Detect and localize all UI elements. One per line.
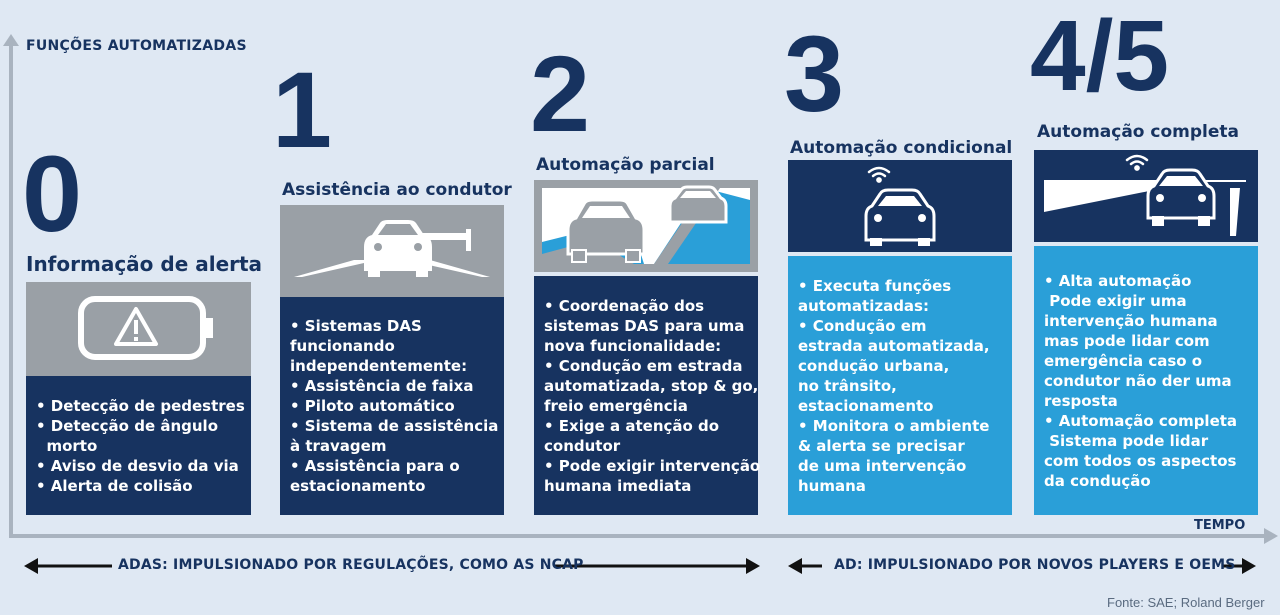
level-3-title: Automação condicional [790, 138, 1013, 158]
desc-line: emergência caso o [1044, 351, 1203, 370]
desc-line: • Sistemas DAS [290, 317, 422, 335]
y-axis-arrow [3, 34, 19, 46]
desc-line: • Alerta de colisão [36, 476, 193, 495]
desc-line: Pode exigir uma [1044, 291, 1187, 310]
desc-line: • Condução em [798, 316, 927, 335]
level-0-description: • Detecção de pedestres • Detecção de ân… [26, 376, 251, 515]
desc-line: automatizadas: [798, 296, 929, 315]
car-icon [1146, 168, 1216, 226]
desc-line: • Exige a atenção do [544, 416, 720, 435]
desc-line: • Pode exigir intervenção [544, 456, 761, 475]
wifi-icon [867, 166, 891, 183]
desc-line: • Condução em estrada [544, 356, 743, 375]
level-45-title: Automação completa [1037, 122, 1239, 142]
y-axis-label: FUNÇÕES AUTOMATIZADAS [26, 38, 247, 54]
desc-line: morto [36, 436, 98, 455]
level-45-description: • Alta automação Pode exigir uma interve… [1034, 246, 1258, 515]
desc-line: sistemas DAS para uma [544, 316, 745, 335]
level-45-illustration [1034, 150, 1258, 242]
desc-line: estrada automatizada, [798, 336, 990, 355]
level-3-number: 3 [784, 13, 845, 134]
level-0-title: Informação de alerta [26, 252, 263, 276]
desc-line: de uma intervenção [798, 456, 967, 475]
level-2-title: Automação parcial [536, 155, 715, 175]
desc-line: freio emergência [544, 396, 688, 415]
desc-line: condução urbana, [798, 356, 950, 375]
level-1-title: Assistência ao condutor [282, 180, 512, 200]
x-axis-label: TEMPO [1194, 518, 1246, 533]
desc-line: • Executa funções [798, 276, 952, 295]
desc-line: • Assistência para o [290, 457, 460, 475]
desc-line: condutor não der uma [1044, 371, 1232, 390]
desc-line: & alerta se precisar [798, 436, 965, 455]
level-2-illustration [534, 180, 758, 272]
desc-line: • Automação completa [1044, 411, 1238, 430]
level-3-description: • Executa funções automatizadas: • Condu… [788, 256, 1012, 515]
desc-line: estacionamento [290, 477, 426, 495]
desc-line: • Assistência de faixa [290, 377, 474, 395]
level-1-illustration [280, 205, 504, 297]
desc-line: no trânsito, [798, 376, 897, 395]
desc-line: Sistema pode lidar [1044, 431, 1209, 450]
level-3-illustration [788, 160, 1012, 252]
desc-line: humana [798, 476, 866, 495]
car-icon [364, 220, 432, 277]
level-45-number: 4/5 [1030, 0, 1170, 112]
desc-line: automatizada, stop & go, [544, 376, 759, 395]
level-0-number: 0 [22, 133, 83, 254]
desc-line: • Monitora o ambiente [798, 416, 990, 435]
ad-label: AD: IMPULSIONADO POR NOVOS PLAYERS E OEM… [834, 557, 1236, 573]
warning-icon [114, 307, 158, 346]
desc-line: intervenção humana [1044, 311, 1218, 330]
desc-line: humana imediata [544, 476, 692, 495]
level-1-number: 1 [272, 49, 333, 170]
wifi-icon [1125, 154, 1149, 171]
desc-line: independentemente: [290, 357, 468, 375]
desc-line: resposta [1044, 391, 1118, 410]
level-1-description: • Sistemas DAS funcionando independentem… [280, 297, 504, 515]
adas-label: ADAS: IMPULSIONADO POR REGULAÇÕES, COMO … [118, 557, 584, 573]
desc-line: • Alta automação [1044, 271, 1192, 290]
adas-arrow [24, 558, 760, 574]
desc-line: mas pode lidar com [1044, 331, 1210, 350]
car-icon [864, 188, 936, 246]
desc-line: • Aviso de desvio da via [36, 456, 239, 475]
desc-line: funcionando [290, 337, 395, 355]
desc-line: com todos os aspectos [1044, 451, 1237, 470]
desc-line: • Coordenação dos [544, 296, 705, 315]
desc-line: • Sistema de assistência [290, 417, 499, 435]
bottom-arrows [24, 558, 1256, 574]
desc-line: à travagem [290, 437, 387, 455]
desc-line: • Detecção de ângulo [36, 416, 219, 435]
x-axis-arrow [1264, 528, 1278, 544]
car-icon [566, 198, 646, 263]
ad-arrow [788, 558, 1256, 574]
desc-line: • Piloto automático [290, 397, 455, 415]
source-note: Fonte: SAE; Roland Berger [1107, 595, 1265, 610]
level-0-illustration [26, 282, 251, 376]
desc-line: nova funcionalidade: [544, 336, 722, 355]
desc-line: condutor [544, 436, 621, 455]
level-2-number: 2 [530, 33, 591, 154]
desc-line: da condução [1044, 471, 1151, 490]
level-2-description: • Coordenação dos sistemas DAS para uma … [534, 276, 761, 515]
car-icon [668, 185, 728, 224]
desc-line: estacionamento [798, 396, 934, 415]
desc-line: • Detecção de pedestres [36, 396, 245, 415]
